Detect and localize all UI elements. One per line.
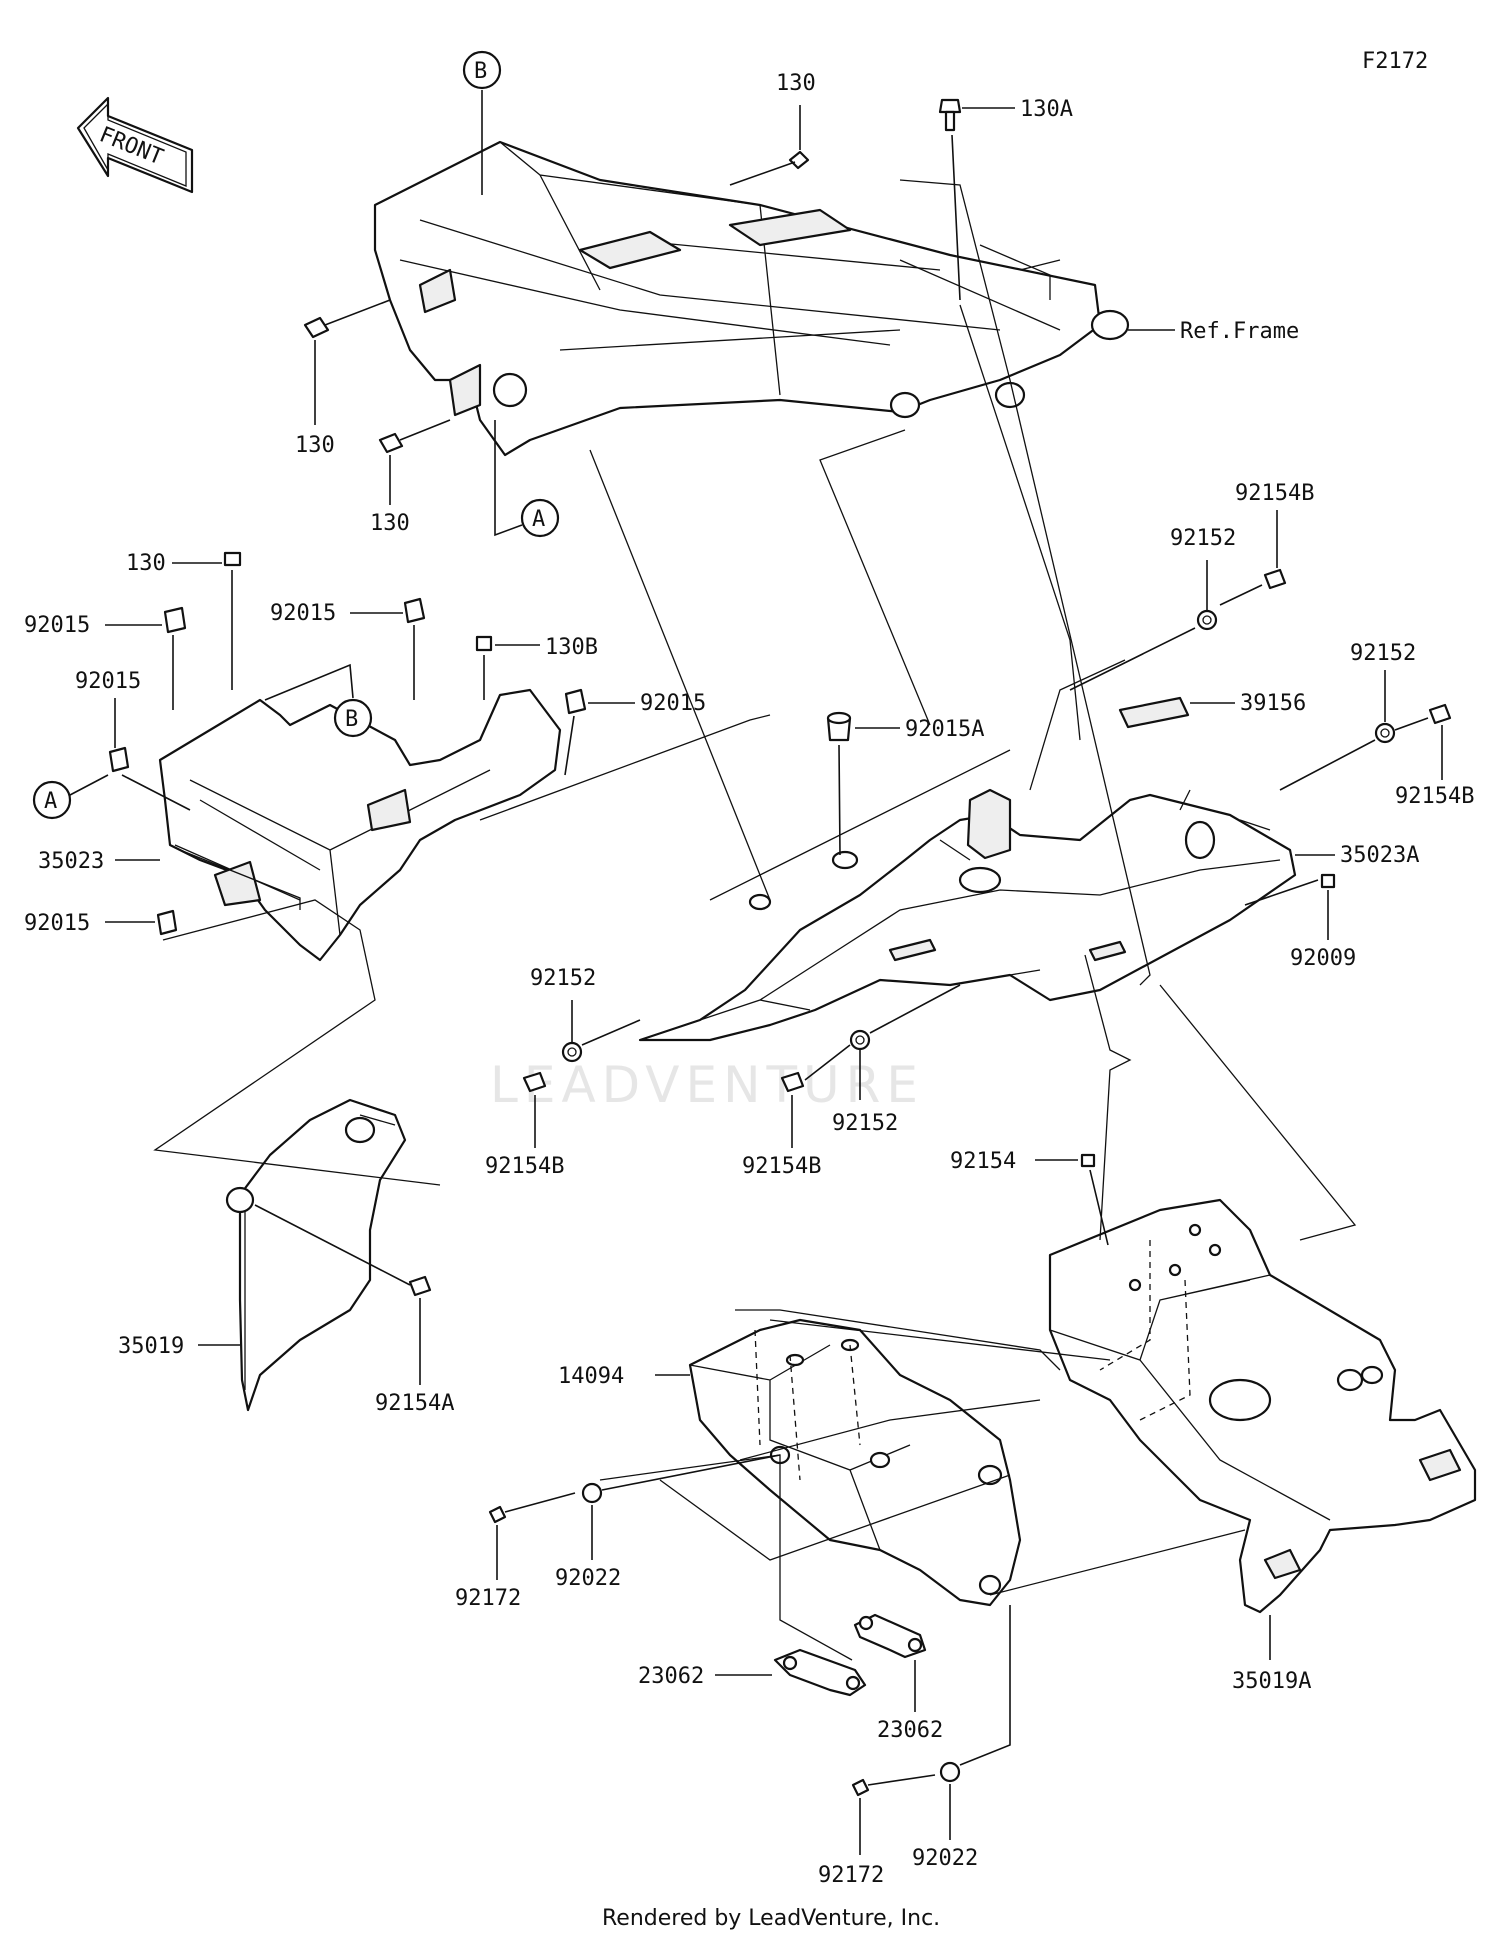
label-92152-4: 92152 xyxy=(832,1111,898,1136)
callout-B-top-text: B xyxy=(474,59,487,84)
watermark: LEADVENTURE xyxy=(490,1056,924,1114)
bolt-130A: 130A xyxy=(938,97,1073,301)
label-92154A: 92154A xyxy=(375,1391,454,1416)
bolt-130B: 130B xyxy=(475,635,598,700)
label-35023: 35023 xyxy=(38,849,104,874)
label-92009: 92009 xyxy=(1290,946,1356,971)
callout-B-left-text: B xyxy=(345,707,358,732)
label-92154: 92154 xyxy=(950,1149,1016,1174)
bolt-92154: 92154 xyxy=(950,1149,1109,1246)
label-130A: 130A xyxy=(1020,97,1073,122)
callout-A-top: A xyxy=(494,420,560,538)
label-92015-1: 92015 xyxy=(24,613,90,638)
label-92152-3: 92152 xyxy=(530,966,596,991)
clip-92015-5: 92015 xyxy=(24,909,178,936)
label-92015-4: 92015 xyxy=(640,691,706,716)
bolt-92172-2: 92172 xyxy=(818,1774,936,1888)
label-92154B-2: 92154B xyxy=(1395,784,1474,809)
washer-92022-2: 92022 xyxy=(912,1605,1011,1871)
label-92015A: 92015A xyxy=(905,717,984,742)
battery-tray-35023 xyxy=(158,688,562,962)
callout-B-left: B xyxy=(264,663,373,738)
label-35019: 35019 xyxy=(118,1334,184,1359)
label-92152-1: 92152 xyxy=(1170,526,1236,551)
pad-39156: 39156 xyxy=(1118,691,1306,729)
bolt-92009: 92009 xyxy=(1244,873,1356,971)
washer-92022-1: 92022 xyxy=(555,1454,781,1591)
bolt-130-top: 130 xyxy=(729,71,816,186)
label-92154B-4: 92154B xyxy=(742,1154,821,1179)
label-35019A: 35019A xyxy=(1232,1669,1311,1694)
label-130-left-1: 130 xyxy=(295,433,335,458)
label-92015-2: 92015 xyxy=(270,601,336,626)
callout-B-top: B xyxy=(462,50,502,195)
label-130-top: 130 xyxy=(776,71,816,96)
washer-92152-4: 92152 xyxy=(832,984,961,1136)
washer-92152-2: 92152 xyxy=(1279,641,1416,791)
label-92154B-3: 92154B xyxy=(485,1154,564,1179)
label-14094: 14094 xyxy=(558,1364,624,1389)
footer-text: Rendered by LeadVenture, Inc. xyxy=(602,1906,940,1931)
grommet-92015A: 92015A xyxy=(826,711,984,856)
washer-92152-1: 92152 xyxy=(1069,526,1236,691)
bolt-130-left-1: 130 xyxy=(295,299,391,458)
label-130B: 130B xyxy=(545,635,598,660)
callout-A-top-text: A xyxy=(532,507,545,532)
diagram-code: F2172 xyxy=(1362,49,1428,74)
fender-35023A xyxy=(638,788,1297,1042)
label-92015-5: 92015 xyxy=(24,911,90,936)
label-92015-3: 92015 xyxy=(75,669,141,694)
label-23062-1: 23062 xyxy=(638,1664,704,1689)
label-92172-2: 92172 xyxy=(818,1863,884,1888)
bolt-92154A: 92154A xyxy=(254,1204,454,1416)
bracket-23062-2: 23062 xyxy=(853,1613,943,1743)
label-92154B-1: 92154B xyxy=(1235,481,1314,506)
bolt-92154B-4: 92154B xyxy=(742,1044,851,1179)
label-92172-1: 92172 xyxy=(455,1586,521,1611)
label-130-tray: 130 xyxy=(126,551,166,576)
bracket-23062-1: 23062 xyxy=(638,1648,867,1697)
bolt-92154B-1: 92154B xyxy=(1219,481,1314,606)
label-130-left-2: 130 xyxy=(370,511,410,536)
assembly-lines xyxy=(153,179,1357,1661)
fender-35019A xyxy=(1048,1198,1477,1614)
label-23062-2: 23062 xyxy=(877,1718,943,1743)
clip-92015-2: 92015 xyxy=(270,597,426,700)
bolt-130-tray: 130 xyxy=(126,551,242,690)
front-arrow-icon: FRONT xyxy=(76,96,194,194)
label-35023A: 35023A xyxy=(1340,843,1419,868)
bolt-92154B-2: 92154B xyxy=(1394,703,1474,809)
bolt-92154B-3: 92154B xyxy=(485,1071,564,1179)
label-92022-2: 92022 xyxy=(912,1846,978,1871)
clip-92015-3: 92015 xyxy=(75,669,191,811)
label-92022-1: 92022 xyxy=(555,1566,621,1591)
cover-35019 xyxy=(225,1098,407,1412)
bolt-92172-1: 92172 xyxy=(455,1492,576,1611)
washer-92152-3: 92152 xyxy=(530,966,641,1063)
callout-A-left-text: A xyxy=(44,789,57,814)
frame-assembly xyxy=(373,140,1130,457)
ref-frame-label: Ref.Frame xyxy=(1180,319,1299,344)
label-92152-2: 92152 xyxy=(1350,641,1416,666)
callout-A-left: A xyxy=(32,774,109,820)
clip-92015-1: 92015 xyxy=(24,606,187,710)
bolt-130-left-2: 130 xyxy=(370,419,451,536)
label-39156: 39156 xyxy=(1240,691,1306,716)
